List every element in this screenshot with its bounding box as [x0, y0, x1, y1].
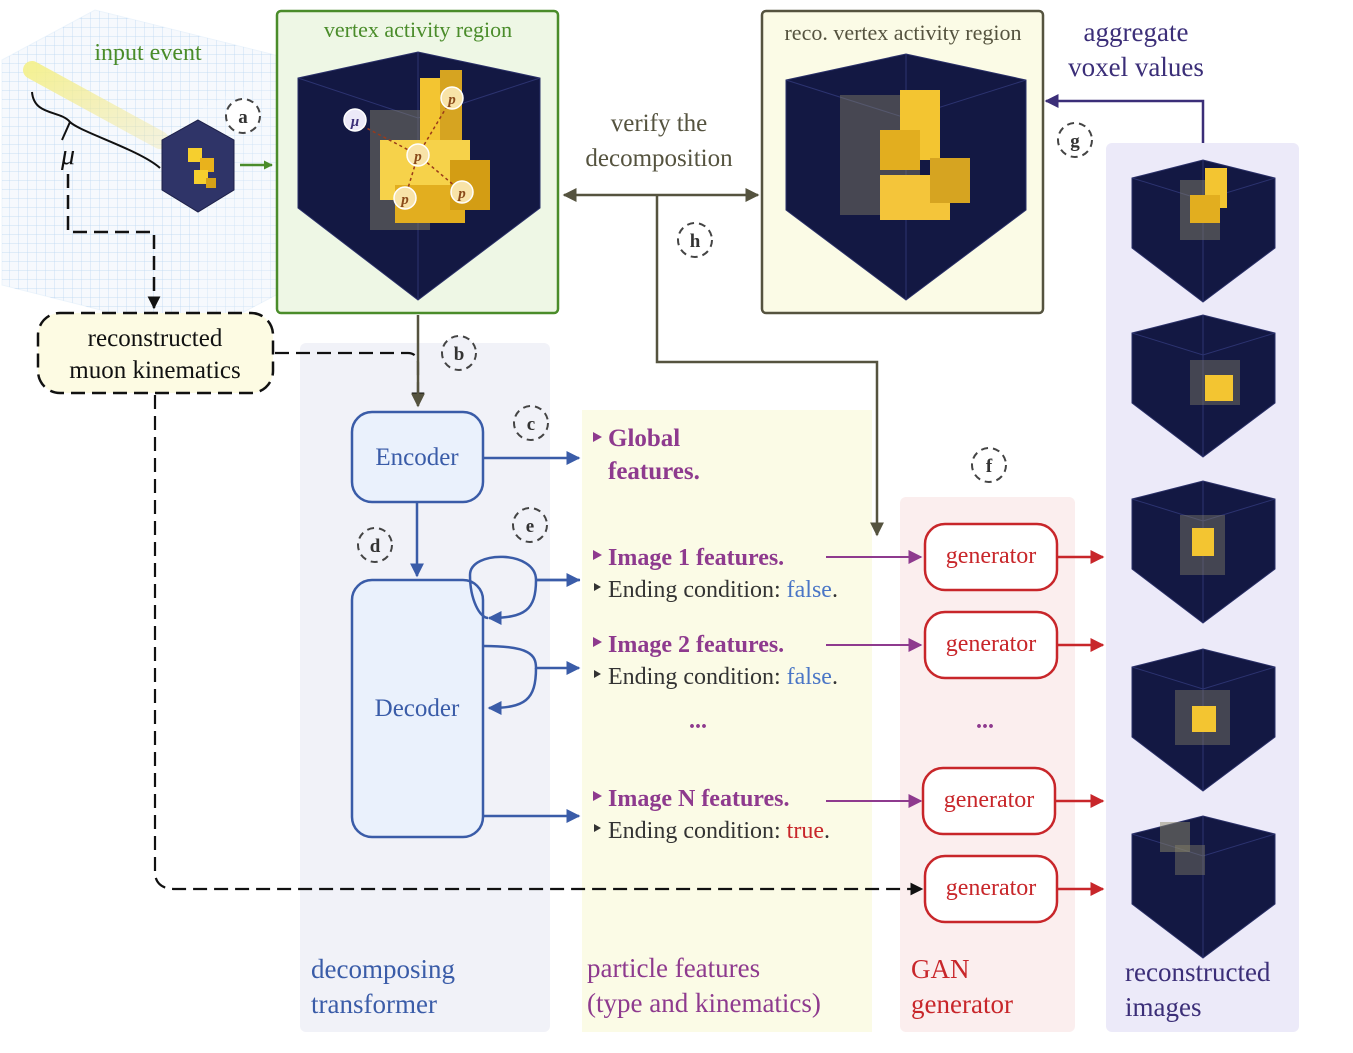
reconstructed-image-cube [1131, 480, 1276, 624]
reconstructed-image-cube [1131, 159, 1276, 303]
step-d: d [370, 536, 381, 557]
input-event-detector [1, 9, 296, 336]
global-features-line1: Global [608, 425, 680, 452]
reco-region-cube [785, 53, 1027, 301]
input-event-title: input event [94, 40, 202, 66]
reconstructed-image-cube [1131, 314, 1276, 458]
step-b: b [454, 344, 465, 365]
bullet-icon [593, 637, 602, 647]
verify-label-line1: verify the [611, 110, 707, 137]
feature-item: Image 1 features. Ending condition: fals… [593, 545, 838, 603]
vertex-proton-marker: p [412, 149, 422, 165]
aggregate-label-line1: aggregate [1084, 17, 1189, 47]
encoder-label: Encoder [375, 444, 459, 471]
step-h: h [690, 231, 701, 252]
vertex-proton-marker: p [446, 92, 456, 108]
feature-item-ending: Ending condition: false. [608, 664, 838, 690]
step-markers: a b c d e f g h [225, 98, 1093, 563]
vertex-muon-marker: μ [350, 114, 359, 130]
feature-item: Image N features. Ending condition: true… [593, 786, 830, 844]
vertex-proton-marker: p [399, 192, 409, 208]
gan-panel-caption-line1: GAN [911, 954, 970, 984]
step-f: f [986, 456, 993, 477]
features-ellipsis: ... [689, 708, 707, 734]
generator-box [923, 610, 1059, 680]
reco-region-title: reco. vertex activity region [784, 20, 1021, 45]
features-panel-caption-line1: particle features [587, 953, 760, 983]
muon-kinematics-line1: reconstructed [88, 325, 223, 352]
step-a: a [238, 107, 248, 128]
decoder-loop-return-2 [487, 667, 538, 715]
bullet-icon [594, 824, 601, 832]
bullet-icon [593, 432, 602, 442]
muon-symbol: μ [60, 140, 75, 171]
bullet-icon [594, 583, 601, 591]
decoder-box [350, 578, 485, 839]
verify-to-generator-line [655, 195, 884, 537]
step-g: g [1070, 131, 1080, 152]
features-panel-caption-line2: (type and kinematics) [587, 988, 821, 1018]
reconstructed-panel-caption-line1: reconstructed [1125, 957, 1271, 987]
muon-kinematics-line2: muon kinematics [69, 357, 241, 384]
generator-label: generator [946, 543, 1037, 569]
bullet-icon [593, 791, 602, 801]
generator-box [921, 766, 1057, 836]
decoder-loop-return-1 [487, 579, 538, 625]
kinematics-to-last-generator-dashed-arrow [153, 395, 924, 896]
step-c: c [527, 414, 535, 435]
vertex-proton-marker: p [456, 186, 466, 202]
decoder-label: Decoder [375, 695, 460, 722]
reconstructed-image-cube [1131, 815, 1276, 959]
reconstructed-image-cube [1131, 648, 1276, 792]
bullet-icon [594, 670, 601, 678]
aggregate-arrow [1044, 94, 1205, 143]
transformer-panel-caption-line1: decomposing [311, 954, 455, 984]
vertex-region-title: vertex activity region [324, 17, 512, 42]
decoder-output-2-loop [483, 644, 581, 675]
feature-item-title: Image 1 features. [608, 545, 784, 571]
muon-kinematics-box [36, 311, 275, 395]
global-features-line2: features. [608, 458, 700, 485]
generator-box [923, 854, 1059, 924]
bullet-icon [593, 550, 602, 560]
generator-label: generator [944, 787, 1035, 813]
generator-box [923, 522, 1059, 592]
feature-item: Image 2 features. Ending condition: fals… [593, 632, 838, 690]
verify-label-line2: decomposition [585, 145, 733, 172]
step-e: e [526, 516, 534, 537]
reconstructed-panel-caption-line2: images [1125, 992, 1201, 1022]
muon-to-kinematics-dashed-arrow [66, 174, 161, 310]
aggregate-label-line2: voxel values [1068, 52, 1204, 82]
feature-item-ending: Ending condition: true. [608, 818, 830, 844]
feature-item-ending: Ending condition: false. [608, 577, 838, 603]
transformer-panel-caption-line2: transformer [311, 989, 437, 1019]
feature-item-title: Image N features. [608, 786, 790, 812]
gan-ellipsis: ... [976, 708, 994, 734]
generator-label: generator [946, 875, 1037, 901]
generator-label: generator [946, 631, 1037, 657]
gan-panel-caption-line2: generator [911, 989, 1013, 1019]
encoder-box [350, 410, 485, 504]
features-panel [582, 410, 872, 1032]
vertex-particle-markers: μ p p p p [343, 86, 474, 210]
feature-item-title: Image 2 features. [608, 632, 784, 658]
